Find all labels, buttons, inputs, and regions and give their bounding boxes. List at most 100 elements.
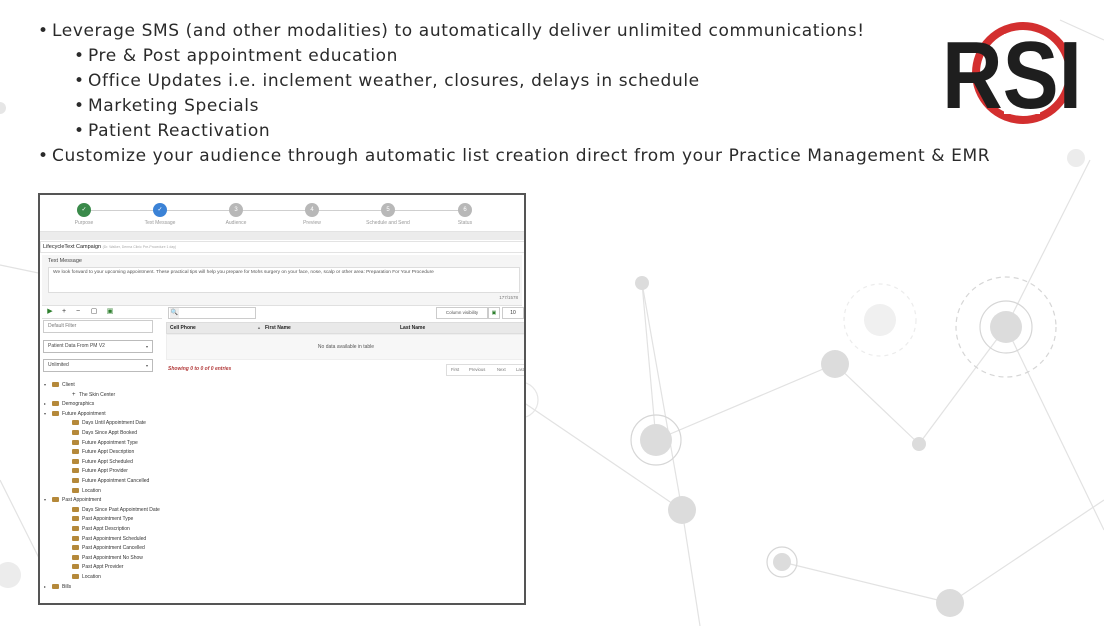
chevron-down-icon: ▾ bbox=[145, 363, 148, 368]
folder-icon bbox=[72, 449, 79, 455]
tree-item[interactable]: Future Appt Description bbox=[64, 448, 134, 456]
run-button[interactable]: ▶ bbox=[47, 308, 53, 315]
step-status[interactable]: 6 Status bbox=[430, 203, 500, 226]
folder-icon bbox=[72, 420, 79, 426]
tree-item-label: Days Since Past Appointment Date bbox=[82, 506, 160, 513]
tree-item-label: Location bbox=[82, 574, 101, 580]
step-check-icon: ✓ bbox=[153, 203, 167, 217]
tree-item[interactable]: Location bbox=[64, 573, 101, 581]
step-label: Purpose bbox=[74, 220, 94, 226]
char-count: 177/1578 bbox=[499, 295, 518, 300]
table-search-input[interactable]: 🔍 bbox=[168, 307, 256, 319]
tree-item[interactable]: Future Appt Provider bbox=[64, 467, 128, 475]
step-label: Preview bbox=[303, 220, 321, 226]
tree-item-label: Days Until Appointment Date bbox=[82, 420, 146, 427]
folder-icon bbox=[72, 516, 79, 522]
tree-item[interactable]: Past Appointment Type bbox=[64, 515, 133, 523]
tree-item-label: Demographics bbox=[62, 401, 95, 408]
wizard-progress-line bbox=[84, 210, 465, 211]
pager-last[interactable]: Last bbox=[516, 367, 524, 372]
tree-item[interactable]: Past Appt Provider bbox=[64, 563, 123, 571]
tree-toggle-icon[interactable]: ▾ bbox=[44, 410, 47, 416]
pager-next[interactable]: Next bbox=[497, 367, 506, 372]
save-icon[interactable]: ▣ bbox=[106, 308, 114, 315]
tree-item[interactable]: Days Until Appointment Date bbox=[64, 419, 146, 427]
pager-previous[interactable]: Previous bbox=[469, 367, 486, 372]
tree-item[interactable]: Location bbox=[64, 487, 101, 495]
limit-select[interactable]: Unlimited ▾ bbox=[43, 359, 153, 372]
tree-item[interactable]: ▾ Client bbox=[44, 381, 75, 389]
export-excel-icon[interactable]: ▣ bbox=[488, 307, 500, 319]
chevron-down-icon: ▾ bbox=[145, 344, 148, 349]
folder-icon bbox=[52, 583, 59, 589]
tree-item[interactable]: Past Appointment Scheduled bbox=[64, 535, 146, 543]
rsi-logo: RSI bbox=[942, 22, 1082, 128]
folder-icon bbox=[72, 535, 79, 541]
tree-item[interactable]: ▸ Bills bbox=[44, 583, 71, 591]
step-number: 6 bbox=[458, 203, 472, 217]
folder-icon bbox=[52, 497, 59, 503]
step-check-icon: ✓ bbox=[77, 203, 91, 217]
campaign-title: LifecycleText Campaign bbox=[43, 244, 102, 250]
step-purpose[interactable]: ✓ Purpose bbox=[49, 203, 119, 226]
copy-icon[interactable]: ▢ bbox=[90, 308, 98, 315]
data-source-select[interactable]: Patient Data From PM V2 ▾ bbox=[43, 340, 153, 353]
tree-item[interactable]: ▸ Demographics bbox=[44, 400, 94, 408]
bullet-item: •Patient Reactivation bbox=[74, 121, 271, 141]
tree-item-label: Future Appt Scheduled bbox=[82, 458, 133, 465]
folder-icon bbox=[72, 554, 79, 560]
step-schedule-send[interactable]: 5 Schedule and Send bbox=[353, 203, 423, 226]
column-first-name[interactable]: First Name bbox=[265, 325, 291, 331]
column-last-name[interactable]: Last Name bbox=[400, 325, 426, 331]
pager-first[interactable]: First bbox=[451, 367, 460, 372]
limit-value: Unlimited bbox=[48, 362, 69, 368]
app-screenshot: ✓ Purpose ✓ Text Message 3 Audience 4 Pr… bbox=[38, 193, 526, 605]
folder-icon bbox=[72, 478, 79, 483]
tree-item-label: Past Appt Provider bbox=[82, 564, 124, 571]
tree-toggle-icon[interactable]: ▸ bbox=[44, 583, 47, 589]
tree-item[interactable]: ▾Future Appointment bbox=[44, 410, 106, 418]
pagination: First Previous Next Last bbox=[446, 364, 524, 376]
tree-item[interactable]: Past Appointment No Show bbox=[64, 554, 143, 562]
data-source-value: Patient Data From PM V2 bbox=[48, 343, 105, 349]
tree-item-label: Past Appointment Type bbox=[82, 516, 134, 523]
tree-toggle-icon[interactable]: ▸ bbox=[44, 401, 47, 407]
bullet-item: •Pre & Post appointment education bbox=[74, 46, 399, 66]
tree-toggle-icon[interactable]: ▾ bbox=[44, 497, 47, 503]
sort-icon: ▲ bbox=[257, 325, 261, 330]
folder-icon bbox=[72, 430, 79, 435]
step-text-message[interactable]: ✓ Text Message bbox=[125, 203, 195, 226]
results-panel: 🔍 Column visibility ▣ 10 Cell Phone ▲ Fi… bbox=[164, 306, 524, 381]
tree-item[interactable]: Days Since Appt Booked bbox=[64, 429, 137, 437]
step-preview[interactable]: 4 Preview bbox=[277, 203, 347, 226]
step-label: Text Message bbox=[144, 220, 176, 226]
tree-item-label: Past Appointment bbox=[62, 497, 102, 504]
search-icon: 🔍 bbox=[170, 308, 179, 318]
tree-item[interactable]: Past Appointment Cancelled bbox=[64, 544, 145, 552]
remove-button[interactable]: − bbox=[75, 308, 81, 315]
tree-toggle-icon[interactable]: ▾ bbox=[44, 382, 47, 387]
tree-item[interactable]: Future Appointment Type bbox=[64, 439, 138, 447]
add-button[interactable]: + bbox=[61, 308, 67, 315]
filter-name-input[interactable]: Default Filter bbox=[43, 320, 153, 333]
tree-item-label: Client bbox=[62, 382, 75, 388]
tree-item[interactable]: +The Skin Center bbox=[64, 391, 115, 399]
column-visibility-button[interactable]: Column visibility bbox=[436, 307, 488, 319]
tree-item[interactable]: Past Appt Description bbox=[64, 525, 130, 533]
folder-icon bbox=[72, 458, 79, 464]
column-cell-phone[interactable]: Cell Phone bbox=[170, 325, 196, 331]
tree-item[interactable]: Days Since Past Appointment Date bbox=[64, 506, 160, 514]
tree-item[interactable]: Future Appointment Cancelled bbox=[64, 477, 149, 485]
page-size-select[interactable]: 10 bbox=[502, 307, 524, 319]
tree-item[interactable]: Future Appt Scheduled bbox=[64, 458, 133, 466]
step-audience[interactable]: 3 Audience bbox=[201, 203, 271, 226]
tree-item-label: Past Appointment Scheduled bbox=[82, 535, 147, 542]
entries-info: Showing 0 to 0 of 0 entries bbox=[168, 366, 232, 372]
tree-item-label: Bills bbox=[62, 583, 72, 590]
wizard-steps: ✓ Purpose ✓ Text Message 3 Audience 4 Pr… bbox=[40, 195, 524, 232]
tree-item-label: Days Since Appt Booked bbox=[82, 430, 138, 436]
rsi-logo-text: RSI bbox=[942, 22, 1082, 128]
tree-item[interactable]: ▾ Past Appointment bbox=[44, 496, 101, 504]
text-message-textarea[interactable]: We look forward to your upcoming appoint… bbox=[48, 267, 520, 293]
